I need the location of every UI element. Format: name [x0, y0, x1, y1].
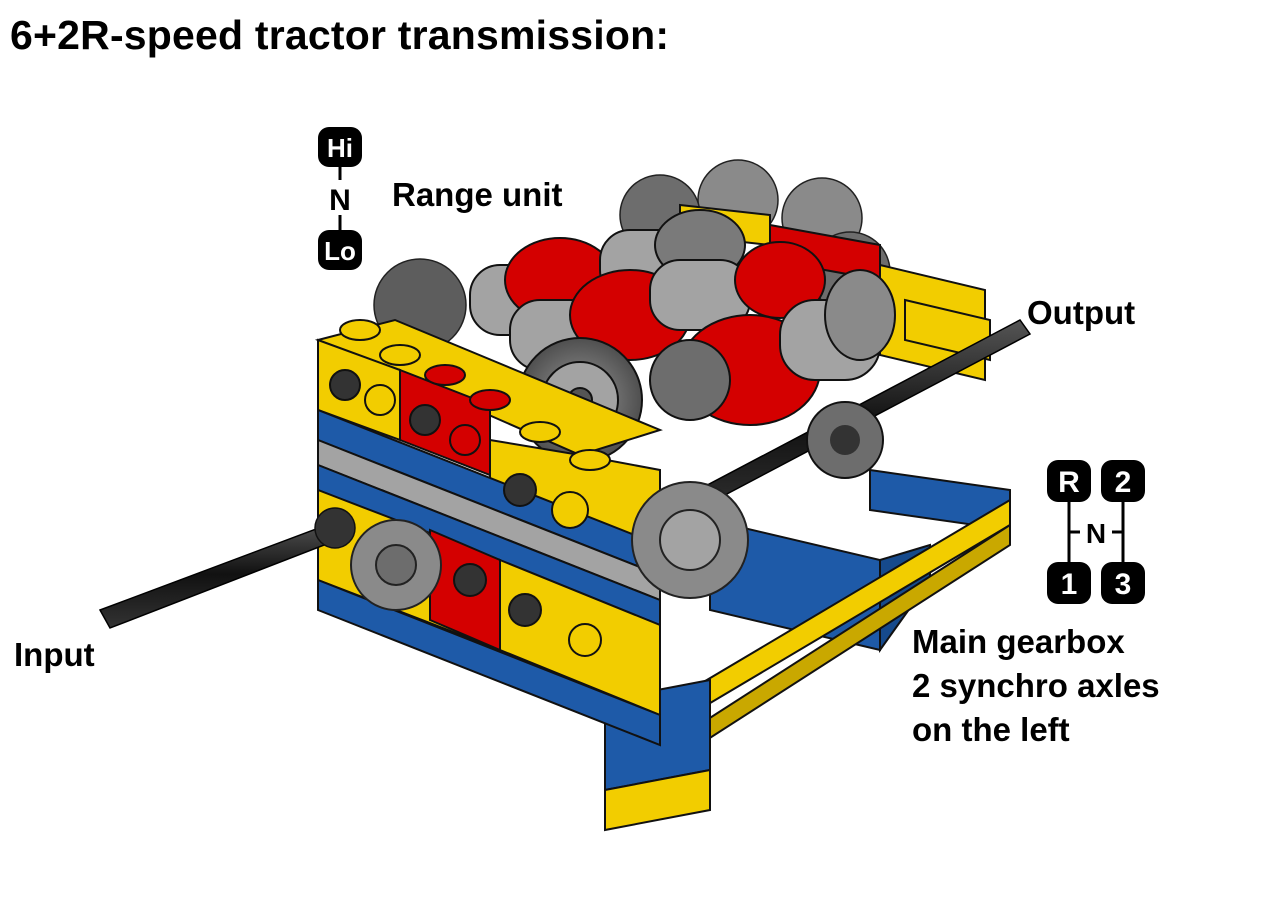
range-neutral-label: N [329, 184, 351, 217]
main-gearbox-line-3: on the left [912, 711, 1070, 748]
front-gears [350, 481, 749, 611]
range-lo-key: Lo [324, 236, 356, 266]
main-third-key: 3 [1115, 568, 1132, 601]
input-axle [98, 507, 356, 629]
main-second-key: 2 [1115, 466, 1132, 499]
main-first-key: 1 [1061, 568, 1078, 601]
main-gearbox-line-2: 2 synchro axles [912, 667, 1160, 704]
output-label: Output [1027, 294, 1136, 331]
diagram-title: 6+2R-speed tractor transmission: [10, 12, 670, 58]
input-label: Input [14, 636, 95, 673]
main-gearbox-line-1: Main gearbox [912, 623, 1125, 660]
left-housing [314, 318, 663, 747]
range-unit-label: Range unit [392, 176, 563, 213]
range-shift-pattern: Hi N Lo [318, 127, 362, 270]
main-neutral-label: N [1086, 518, 1106, 549]
main-gearbox-label: Main gearbox 2 synchro axles on the left [912, 620, 1160, 752]
range-hi-key: Hi [327, 133, 353, 163]
main-reverse-key: R [1058, 466, 1080, 499]
output-axle [658, 319, 1032, 525]
main-shift-pattern: R 2 N 1 3 [1047, 460, 1145, 604]
